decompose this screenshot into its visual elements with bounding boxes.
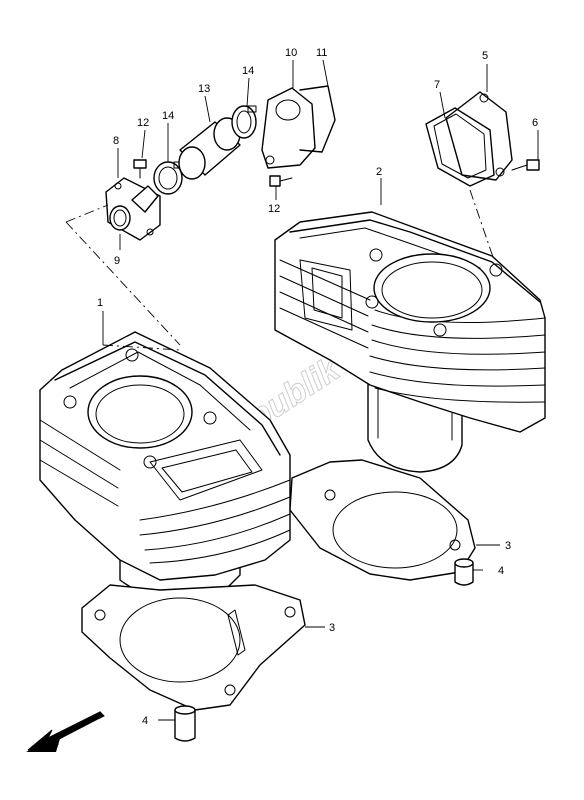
- rear-cylinder[interactable]: [274, 211, 546, 473]
- cylinder-side-cover[interactable]: [445, 91, 513, 181]
- callout-14-upper: 14: [242, 65, 254, 77]
- callout-7: 7: [434, 79, 440, 91]
- dowel-pin-rear[interactable]: [454, 558, 474, 586]
- callout-12-upper: 12: [137, 117, 149, 129]
- callout-10: 10: [285, 47, 297, 59]
- callout-3-rear: 3: [505, 540, 511, 552]
- dowel-pin-front[interactable]: [174, 705, 196, 742]
- cover-bolt[interactable]: [511, 159, 540, 171]
- rear-base-gasket[interactable]: [289, 459, 476, 581]
- callout-2: 2: [376, 166, 382, 178]
- bolt-lower[interactable]: [269, 175, 293, 187]
- callout-4-rear: 4: [498, 565, 504, 577]
- side-cover-gasket[interactable]: [425, 107, 495, 187]
- inlet-hose[interactable]: [178, 117, 241, 180]
- callout-4-front: 4: [142, 715, 148, 727]
- inlet-o-ring[interactable]: [109, 205, 131, 231]
- callout-8: 8: [113, 135, 119, 147]
- callout-5: 5: [482, 50, 488, 62]
- front-direction-arrow-icon: [26, 711, 105, 752]
- bolt-upper[interactable]: [133, 159, 147, 179]
- callout-12-lower: 12: [268, 203, 280, 215]
- callout-6: 6: [532, 117, 538, 129]
- front-cylinder[interactable]: [39, 331, 291, 604]
- callout-1: 1: [97, 297, 103, 309]
- hose-clamp-lower[interactable]: [153, 161, 183, 195]
- front-base-gasket[interactable]: [81, 584, 306, 711]
- callout-14-lower: 14: [162, 110, 174, 122]
- callout-13: 13: [198, 83, 210, 95]
- thermostat-gasket[interactable]: [299, 85, 336, 153]
- callout-11: 11: [316, 47, 327, 59]
- callout-9: 9: [114, 255, 120, 267]
- thermostat-cover[interactable]: [261, 87, 316, 169]
- callout-3-front: 3: [329, 622, 335, 634]
- hose-clamp-upper[interactable]: [231, 105, 257, 139]
